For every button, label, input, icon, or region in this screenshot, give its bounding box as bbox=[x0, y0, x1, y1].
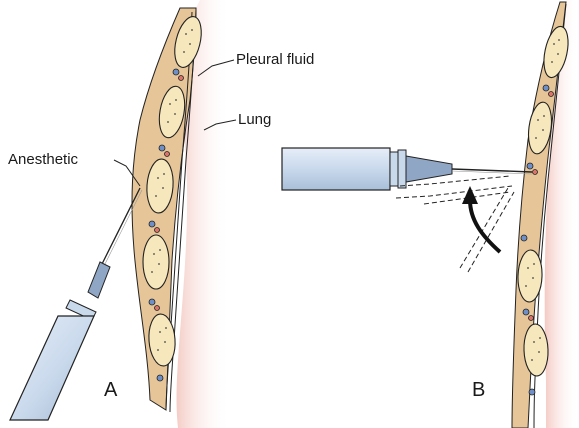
dashed-needle-paths-b bbox=[396, 176, 514, 272]
syringe-barrel-b bbox=[282, 148, 390, 190]
syringe-b bbox=[282, 148, 532, 190]
rib-b-2 bbox=[525, 101, 554, 156]
label-panel-a: A bbox=[104, 379, 118, 401]
panel-a: Pleural fluid Lung Anesthetic A bbox=[8, 0, 314, 428]
label-lung: Lung bbox=[238, 111, 271, 128]
syringe-barrel-a bbox=[10, 316, 94, 420]
syringe-hub-b bbox=[406, 156, 452, 182]
syringe-flange-b bbox=[390, 152, 398, 186]
syringe-a bbox=[10, 188, 142, 420]
label-anesthetic: Anesthetic bbox=[8, 151, 79, 168]
label-panel-b: B bbox=[472, 379, 485, 401]
label-pleural-fluid: Pleural fluid bbox=[236, 51, 314, 68]
syringe-hub-a bbox=[88, 262, 110, 298]
panel-b: B bbox=[282, 0, 579, 428]
rib-a-4 bbox=[143, 235, 169, 289]
